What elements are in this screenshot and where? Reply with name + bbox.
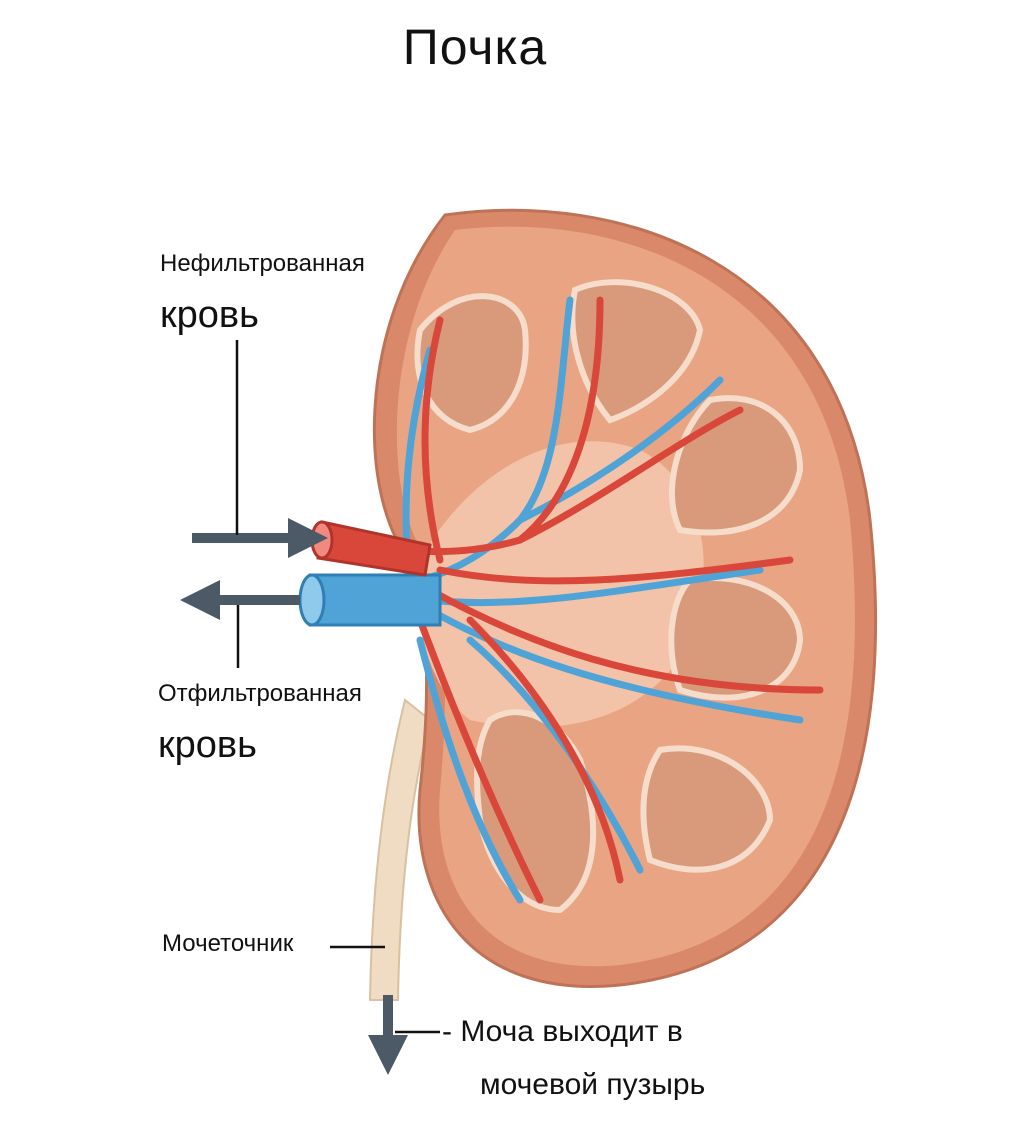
label-urine-line2: мочевой пузырь bbox=[480, 1068, 706, 1101]
renal-vein-opening bbox=[298, 573, 326, 627]
renal-artery-opening bbox=[310, 520, 334, 560]
label-unfiltered-blood-line2: кровь bbox=[160, 294, 259, 336]
label-ureter: Мочеточник bbox=[162, 930, 294, 957]
diagram-title: Почка bbox=[402, 19, 548, 75]
label-filtered-blood-line2: кровь bbox=[158, 724, 257, 766]
label-urine-line1: - Моча выходит в bbox=[442, 1015, 683, 1048]
label-unfiltered-blood-line1: Нефильтрованная bbox=[160, 250, 365, 277]
renal-vein bbox=[308, 573, 442, 627]
label-filtered-blood-line1: Отфильтрованная bbox=[158, 680, 362, 707]
